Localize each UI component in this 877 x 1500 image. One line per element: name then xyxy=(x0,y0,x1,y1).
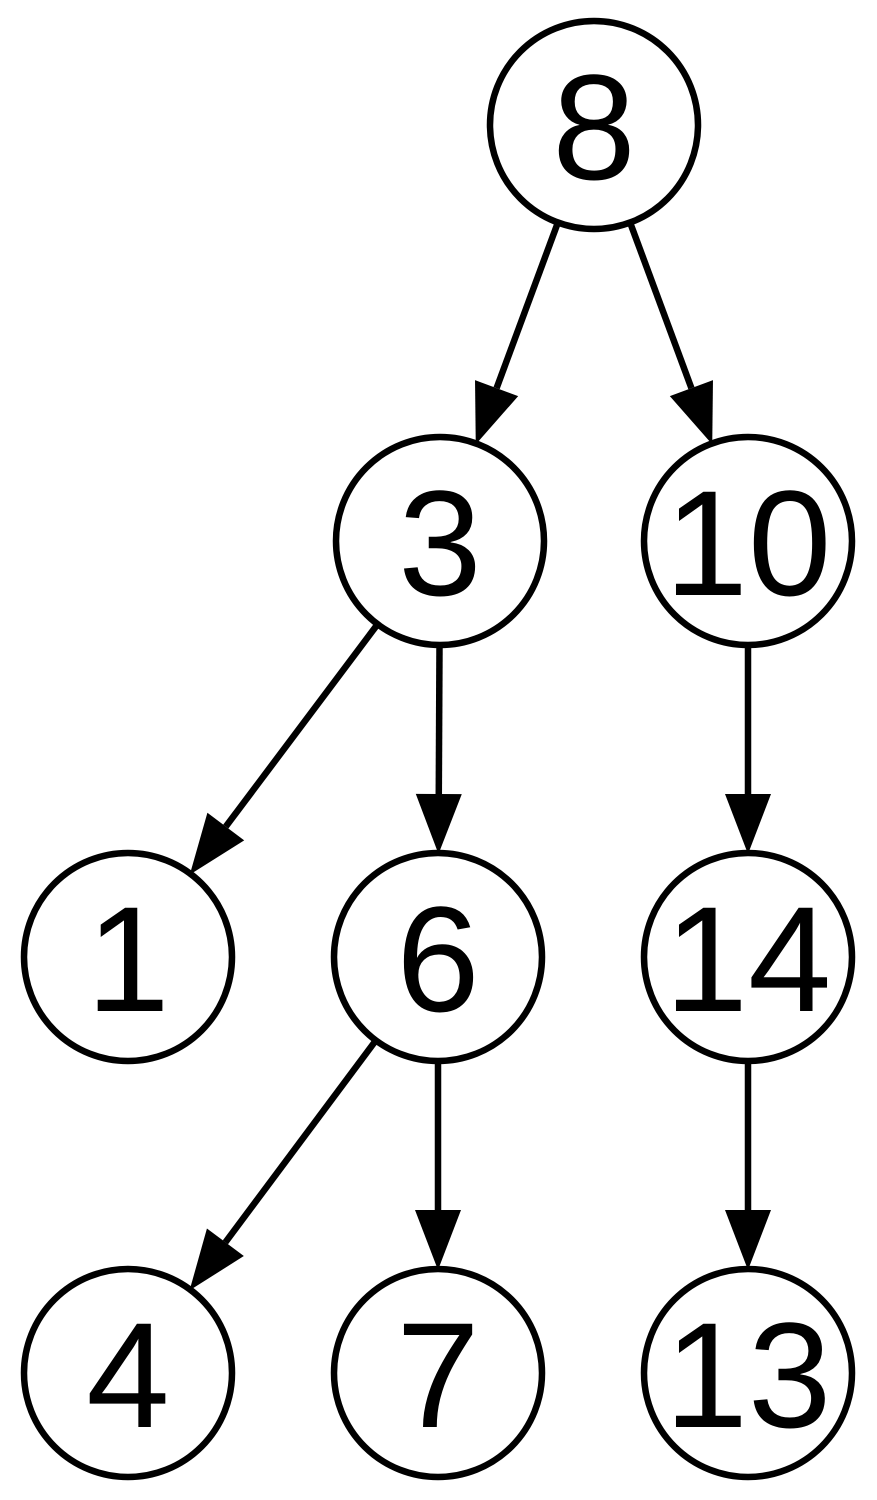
node-label-1: 1 xyxy=(86,875,169,1043)
node-circle-10[interactable] xyxy=(640,433,856,649)
tree-node-3[interactable]: 3 xyxy=(332,433,548,649)
edge-arrowhead-6-to-4 xyxy=(189,1228,244,1291)
edge-arrowhead-8-to-3 xyxy=(475,380,519,445)
edge-line-8-to-3 xyxy=(493,222,561,390)
tree-node-1[interactable]: 1 xyxy=(20,849,236,1065)
node-circle-13[interactable] xyxy=(640,1265,856,1481)
edge-arrowhead-8-to-10 xyxy=(669,380,713,445)
node-label-6: 6 xyxy=(396,875,479,1043)
node-label-8: 8 xyxy=(552,43,635,211)
edge-line-8-to-10 xyxy=(627,222,695,390)
node-circle-14[interactable] xyxy=(640,849,856,1065)
edge-line-3-to-6 xyxy=(435,645,443,795)
edge-line-6-to-4 xyxy=(222,1039,378,1245)
edge-arrowhead-3-to-6 xyxy=(415,793,462,854)
edge-arrowhead-10-to-14 xyxy=(725,794,771,854)
edge-arrowhead-6-to-7 xyxy=(415,1210,461,1270)
tree-node-6[interactable]: 6 xyxy=(330,849,546,1065)
tree-node-4[interactable]: 4 xyxy=(20,1265,236,1481)
node-label-14: 14 xyxy=(665,875,832,1043)
edges-layer xyxy=(189,222,771,1291)
tree-node-14[interactable]: 14 xyxy=(640,849,856,1065)
node-circle-8[interactable] xyxy=(486,17,702,233)
node-circle-7[interactable] xyxy=(330,1265,546,1481)
node-label-13: 13 xyxy=(665,1291,832,1459)
node-label-4: 4 xyxy=(86,1291,169,1459)
tree-node-8[interactable]: 8 xyxy=(486,17,702,233)
tree-node-10[interactable]: 10 xyxy=(640,433,856,649)
node-circle-1[interactable] xyxy=(20,849,236,1065)
nodes-layer: 8 3 10 1 6 14 4 7 13 xyxy=(20,17,856,1481)
node-label-10: 10 xyxy=(665,459,832,627)
node-circle-3[interactable] xyxy=(332,433,548,649)
edge-arrowhead-14-to-13 xyxy=(725,1210,771,1270)
edge-line-3-to-1 xyxy=(223,623,380,829)
node-circle-4[interactable] xyxy=(20,1265,236,1481)
node-label-7: 7 xyxy=(396,1291,479,1459)
edge-arrowhead-3-to-1 xyxy=(189,812,245,875)
node-circle-6[interactable] xyxy=(330,849,546,1065)
node-label-3: 3 xyxy=(398,459,481,627)
tree-node-7[interactable]: 7 xyxy=(330,1265,546,1481)
tree-node-13[interactable]: 13 xyxy=(640,1265,856,1481)
